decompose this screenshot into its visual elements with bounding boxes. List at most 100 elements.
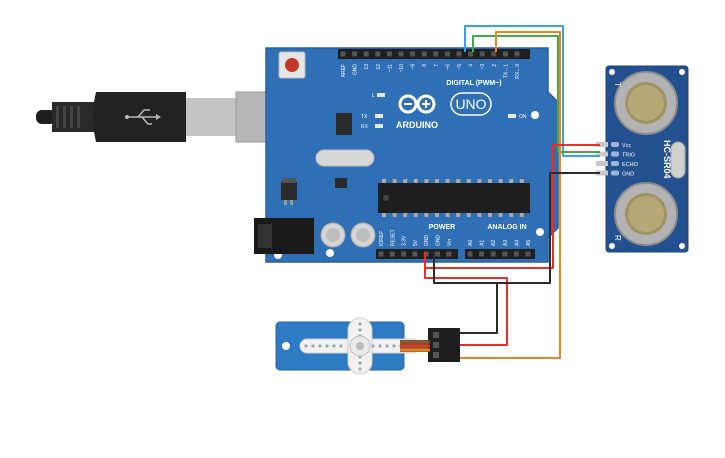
digital-pin-hole[interactable] xyxy=(363,51,369,57)
digital-pin-hole[interactable] xyxy=(444,51,450,57)
sensor-pin[interactable] xyxy=(596,151,608,157)
digital-pin-label: AREF xyxy=(341,64,347,77)
digital-pin-hole[interactable] xyxy=(375,51,381,57)
chip-pin xyxy=(424,213,429,217)
analog-pin-hole[interactable] xyxy=(513,251,519,257)
receive-mark: R xyxy=(613,235,622,241)
power-pin-hole[interactable] xyxy=(435,251,440,257)
on-led xyxy=(508,114,516,118)
digital-pin-hole[interactable] xyxy=(352,51,358,57)
capacitors xyxy=(320,222,376,248)
horn-hole xyxy=(311,344,315,348)
analog-pin-label: A2 xyxy=(491,240,497,246)
chip-pin xyxy=(477,213,482,217)
sensor-pin-label: TRIG xyxy=(622,153,635,159)
digital-pin-label: 4 xyxy=(469,64,475,67)
wire-blue xyxy=(464,25,600,157)
sensor-pin-pad xyxy=(611,161,619,166)
analog-pin-hole[interactable] xyxy=(502,251,508,257)
sensor-pin-pad xyxy=(611,151,619,157)
chip-pin xyxy=(477,179,482,183)
voltage-regulator xyxy=(281,178,297,205)
chip-pin xyxy=(519,179,524,183)
digital-pin-label: 2 xyxy=(492,64,498,67)
digital-pin-hole[interactable] xyxy=(514,51,520,57)
chip-pin xyxy=(382,213,386,217)
sensor-pin[interactable] xyxy=(596,161,608,166)
wire-orange xyxy=(460,31,561,359)
chip-pin xyxy=(445,179,450,183)
model-label: UNO xyxy=(455,96,486,112)
analog-pin-hole[interactable] xyxy=(467,251,473,257)
digital-pin-hole[interactable] xyxy=(456,51,462,57)
mount-hole xyxy=(326,249,334,257)
chip-pin xyxy=(466,179,471,183)
sensor-pin[interactable] xyxy=(596,170,608,176)
horn-hole xyxy=(332,344,336,348)
chip-pin xyxy=(435,213,439,217)
analog-pin-hole[interactable] xyxy=(490,251,496,257)
power-pin-hole[interactable] xyxy=(378,251,384,257)
power-jack[interactable] xyxy=(254,218,314,254)
chip-pin xyxy=(488,179,492,183)
horn-hole xyxy=(358,361,362,365)
arduino-logo-icon xyxy=(398,94,436,114)
servo-motor[interactable] xyxy=(275,317,460,375)
digital-pin-label: ~5 xyxy=(457,64,463,70)
digital-pin-hole[interactable] xyxy=(433,51,439,57)
transducer-bottom xyxy=(614,182,678,246)
tx-led-label: TX xyxy=(361,114,368,120)
servo-connector xyxy=(400,328,460,362)
analog-pin-label: A3 xyxy=(503,240,509,246)
horn-hole xyxy=(358,367,362,371)
reset-button[interactable] xyxy=(278,51,306,79)
horn-hole xyxy=(318,344,322,348)
sensor-pin-label: Vcc xyxy=(622,143,631,149)
transmit-mark: T xyxy=(613,82,622,87)
sensor-pin-pad xyxy=(611,142,619,147)
power-pin-hole[interactable] xyxy=(401,251,407,257)
sensor-crystal xyxy=(670,141,686,179)
microcontroller-chip xyxy=(378,179,530,217)
digital-pin-hole[interactable] xyxy=(340,51,346,57)
digital-pin-hole[interactable] xyxy=(386,51,392,57)
chip-pin xyxy=(392,179,397,183)
horn-hole xyxy=(385,344,389,348)
digital-pin-label: 13 xyxy=(364,64,370,70)
power-pin-label: GND xyxy=(424,235,430,247)
power-pin-hole[interactable] xyxy=(446,251,452,257)
digital-pin-hole[interactable] xyxy=(421,51,427,57)
digital-pin-hole[interactable] xyxy=(468,51,474,57)
power-pin-label: 5V xyxy=(413,239,419,246)
digital-pin-hole[interactable] xyxy=(398,51,404,57)
wires xyxy=(424,25,600,359)
power-pin-hole[interactable] xyxy=(423,251,429,257)
digital-pin-hole[interactable] xyxy=(491,51,497,57)
sensor-pin[interactable] xyxy=(596,142,608,147)
usb-cable-icon xyxy=(36,91,281,143)
chip-pin xyxy=(509,213,514,217)
power-pin-hole[interactable] xyxy=(412,251,418,257)
digital-pin-hole[interactable] xyxy=(502,51,508,57)
analog-pin-hole[interactable] xyxy=(479,251,485,257)
digital-pin-label: ~9 xyxy=(411,64,417,70)
chip-pin xyxy=(498,213,503,217)
analog-pin-hole[interactable] xyxy=(525,251,531,257)
digital-pin-hole[interactable] xyxy=(479,51,485,57)
power-pin-label: IOREF xyxy=(379,231,385,246)
chip-pin xyxy=(445,213,450,217)
wire-black xyxy=(433,172,600,284)
small-chip xyxy=(335,178,347,188)
chip-pin xyxy=(456,179,461,183)
chip-pin xyxy=(509,179,514,183)
chip-pin xyxy=(435,179,439,183)
digital-pin-hole[interactable] xyxy=(410,51,416,57)
horn-hole xyxy=(358,328,362,332)
digital-pin-label: 7 xyxy=(434,64,440,67)
power-pin-hole[interactable] xyxy=(389,251,395,257)
